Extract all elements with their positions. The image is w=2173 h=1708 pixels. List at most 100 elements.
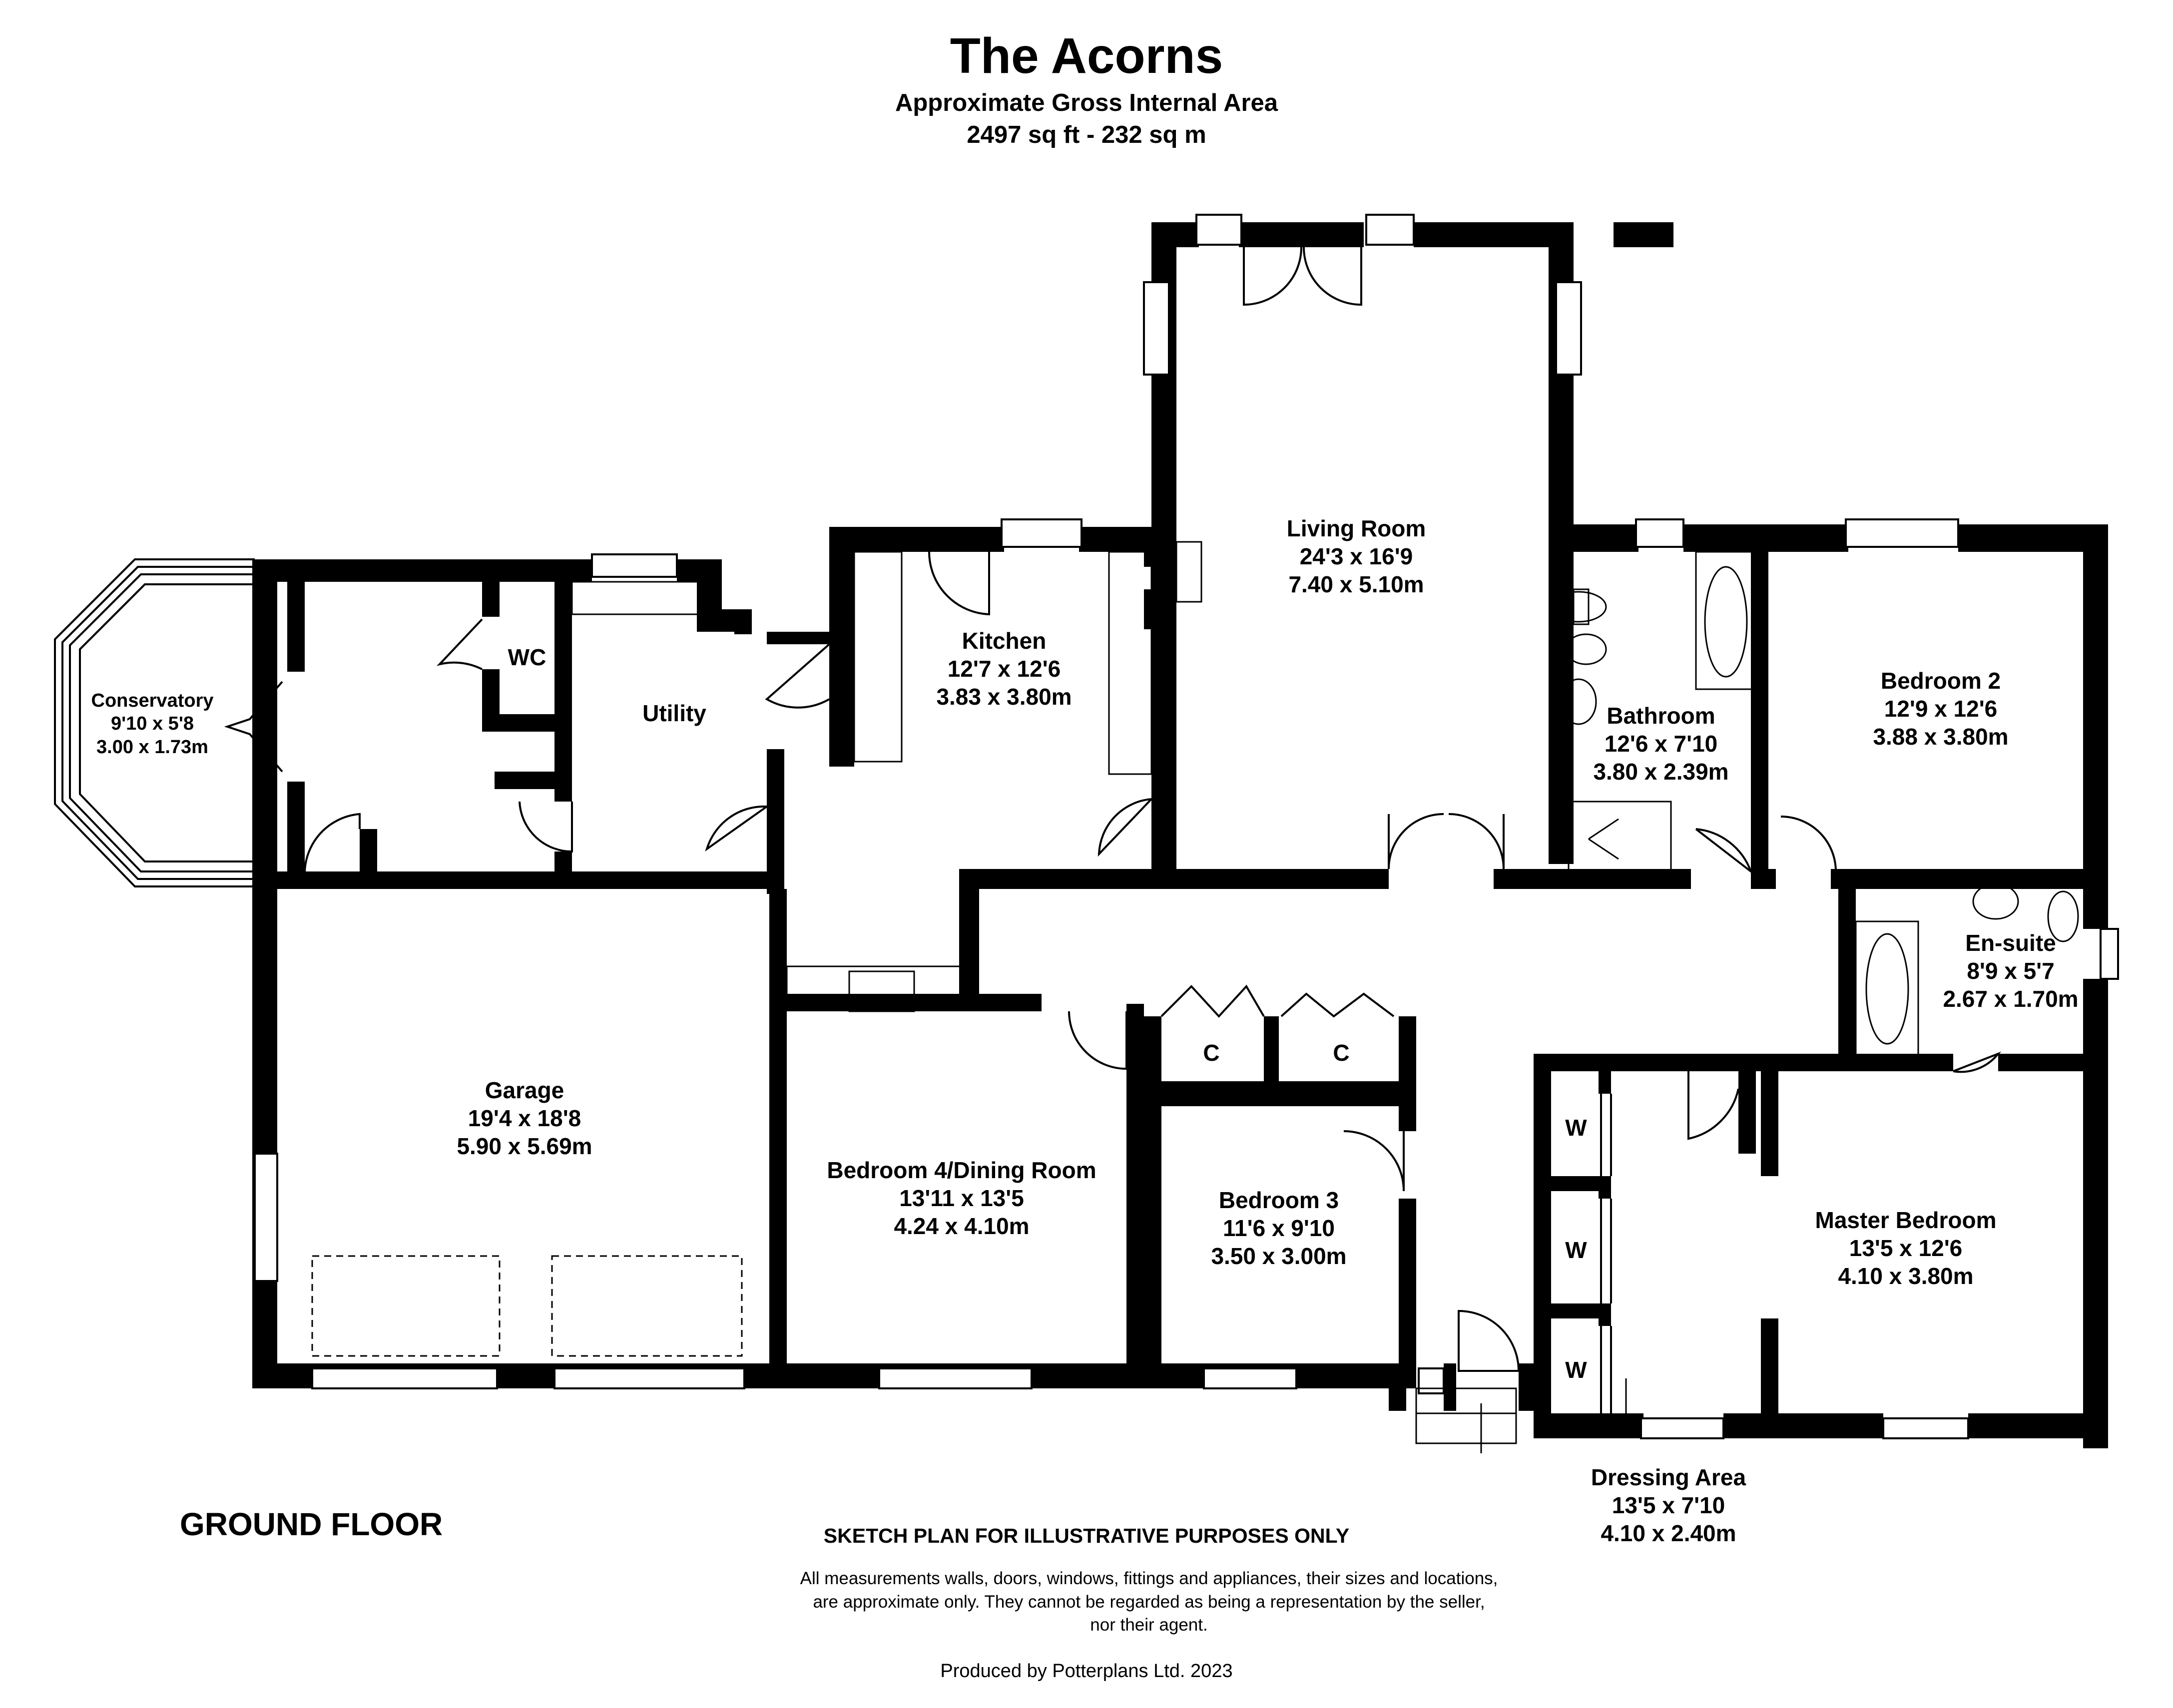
wall-segment — [1414, 222, 1564, 247]
wall-segment — [1144, 589, 1176, 629]
room-label-cupboard-2: C — [1333, 1039, 1349, 1067]
credit-line: Produced by Potterplans Ltd. 2023 — [940, 1661, 1233, 1682]
bidet — [1565, 633, 1607, 665]
window — [878, 1367, 1033, 1389]
wall-segment — [1599, 1071, 1611, 1094]
wall-segment — [1549, 524, 1638, 552]
wall-segment — [1444, 1363, 1456, 1411]
en-suite-basin — [1972, 883, 2019, 920]
wall-segment — [252, 559, 592, 582]
room-name: Kitchen — [962, 628, 1047, 654]
garage-door — [551, 1255, 743, 1357]
wall-segment — [287, 582, 305, 672]
fireplace — [1175, 541, 1202, 603]
room-imperial: 13'11 x 13'5 — [899, 1185, 1024, 1212]
room-imperial: 24'3 x 16'9 — [1299, 543, 1413, 570]
wall-segment — [1723, 1413, 1883, 1438]
room-metric: 3.00 x 1.73m — [96, 736, 208, 758]
wall-segment — [1761, 1318, 1778, 1423]
room-metric: 3.88 x 3.80m — [1873, 724, 2009, 750]
window — [1845, 518, 1959, 548]
wall-segment — [1534, 1054, 1551, 1224]
window — [1640, 1417, 1724, 1439]
wall-segment — [1968, 1413, 2108, 1438]
window — [1203, 1367, 1297, 1389]
wall-segment — [1751, 869, 1776, 889]
wall-segment — [959, 869, 1389, 889]
basin — [1560, 678, 1597, 725]
room-imperial: 9'10 x 5'8 — [110, 713, 194, 735]
bath — [1695, 551, 1757, 690]
wall-segment — [734, 612, 752, 634]
wall-segment — [2083, 979, 2108, 1448]
room-name: W — [1565, 1357, 1587, 1383]
wall-segment — [959, 869, 979, 1011]
wall-segment — [1599, 1303, 1611, 1326]
wall-segment — [1389, 1363, 1406, 1411]
wall-segment — [1126, 1064, 1144, 1079]
room-name: En-suite — [1965, 930, 2056, 956]
room-name: Utility — [642, 700, 706, 726]
room-label-wardrobe-3: W — [1565, 1356, 1587, 1384]
fixtures — [311, 541, 2079, 1453]
room-name: Bedroom 2 — [1880, 668, 2001, 694]
room-name: C — [1203, 1040, 1220, 1066]
room-metric: 5.90 x 5.69m — [457, 1133, 592, 1160]
room-name: Conservatory — [91, 690, 214, 711]
room-metric: 4.24 x 4.10m — [894, 1213, 1030, 1240]
room-metric: 4.10 x 2.40m — [1601, 1520, 1736, 1547]
window — [1195, 214, 1242, 246]
kitchen-worktop — [786, 965, 978, 997]
room-name: Living Room — [1286, 515, 1426, 541]
wall-segment — [1399, 1089, 1416, 1131]
room-imperial: 12'6 x 7'10 — [1604, 731, 1718, 757]
en-suite-bath — [1855, 920, 1919, 1057]
room-imperial: 12'9 x 12'6 — [1884, 696, 1998, 722]
room-label-en-suite: En-suite 8'9 x 5'7 2.67 x 1.70m — [1943, 929, 2078, 1013]
room-metric: 3.50 x 3.00m — [1211, 1243, 1347, 1270]
wall-segment — [1239, 222, 1364, 247]
windows — [254, 214, 2119, 1439]
kitchen-worktop — [853, 551, 903, 763]
room-metric: 3.80 x 2.39m — [1593, 759, 1729, 785]
window — [591, 553, 678, 578]
utility-worktop — [571, 581, 710, 615]
room-label-bedroom-4: Bedroom 4/Dining Room 13'11 x 13'5 4.24 … — [827, 1156, 1096, 1240]
wall-segment — [769, 889, 787, 1388]
window — [1882, 1417, 1969, 1439]
wall-segment — [554, 852, 572, 881]
kitchen-worktop — [1108, 551, 1152, 775]
wall-segment — [1126, 1004, 1144, 1368]
room-metric: 3.83 x 3.80m — [936, 684, 1072, 710]
window — [2100, 928, 2119, 980]
wall-segment — [829, 527, 1004, 552]
window — [553, 1367, 745, 1389]
kitchen-sink — [848, 970, 915, 1012]
wall-segment — [1738, 1054, 1853, 1071]
room-name: WC — [508, 644, 546, 670]
plan-area: 2497 sq ft - 232 sq m — [967, 121, 1206, 148]
floor-label: GROUND FLOOR — [180, 1506, 443, 1542]
room-name: Dressing Area — [1591, 1464, 1746, 1490]
room-label-master-bedroom: Master Bedroom 13'5 x 12'6 4.10 x 3.80m — [1815, 1206, 1997, 1290]
wall-segment — [1144, 1089, 1409, 1106]
toilet-cistern — [1573, 588, 1590, 625]
disclaimer-heading: SKETCH PLAN FOR ILLUSTRATIVE PURPOSES ON… — [823, 1524, 1350, 1547]
wall-segment — [360, 829, 377, 881]
window — [1418, 1367, 1445, 1394]
plan-subtitle: Approximate Gross Internal Area — [895, 89, 1278, 116]
room-label-wardrobe-2: W — [1565, 1236, 1587, 1264]
room-label-utility: Utility — [642, 699, 706, 727]
room-label-dressing-area: Dressing Area 13'5 x 7'10 4.10 x 2.40m — [1591, 1463, 1746, 1547]
room-imperial: 8'9 x 5'7 — [1967, 958, 2055, 984]
wall-segment — [252, 559, 277, 884]
room-label-cupboard-1: C — [1203, 1039, 1219, 1067]
room-name: Garage — [485, 1077, 564, 1103]
room-name: Bathroom — [1607, 703, 1715, 729]
room-label-bedroom-3: Bedroom 3 11'6 x 9'10 3.50 x 3.00m — [1211, 1186, 1346, 1270]
room-metric: 2.67 x 1.70m — [1943, 986, 2079, 1012]
wall-segment — [1151, 222, 1199, 247]
wall-segment — [482, 582, 500, 617]
window — [1143, 281, 1170, 376]
